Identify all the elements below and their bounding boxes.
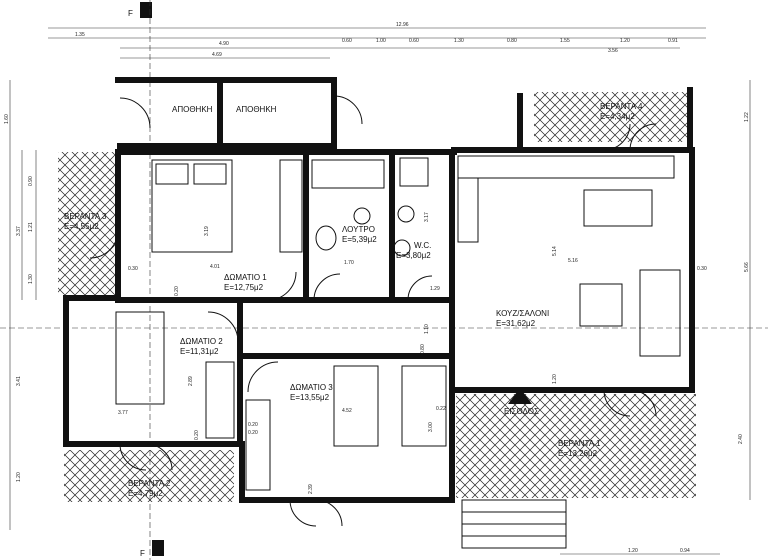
section-marker-top: F [128, 2, 152, 18]
label-veranda1-area: E=13,26μ2 [558, 449, 598, 458]
svg-text:1.22: 1.22 [744, 112, 750, 122]
entrance-arrow-icon [508, 388, 532, 404]
svg-text:4.01: 4.01 [210, 264, 220, 270]
svg-text:1.20: 1.20 [16, 472, 22, 482]
svg-text:1.29: 1.29 [430, 286, 440, 292]
label-veranda3-name: ΒΕΡΑΝΤΑ 3 [64, 212, 107, 221]
dim-r1-4: 1.30 [454, 38, 464, 44]
doors [89, 95, 657, 527]
dim-r1-7: 1.20 [620, 38, 630, 44]
svg-text:0.20: 0.20 [248, 422, 258, 428]
svg-text:3.41: 3.41 [16, 376, 22, 386]
dim-r1-8: 0.91 [668, 38, 678, 44]
label-entrance: ΕΙΣΟΔΟΣ [504, 407, 539, 416]
svg-text:0.20: 0.20 [174, 286, 180, 296]
right-dimensions: 1.22 5.66 2.40 [738, 80, 751, 500]
svg-text:3.00: 3.00 [428, 422, 434, 432]
dim-r1-1: 0.60 [342, 38, 352, 44]
veranda4-area [534, 92, 688, 142]
label-bedroom1-area: E=12,75μ2 [224, 283, 264, 292]
dim-r2-1: 3.56 [608, 48, 618, 54]
section-marker-bottom: F [140, 540, 164, 558]
label-bedroom1-name: ΔΩΜΑΤΙΟ 1 [224, 273, 267, 282]
svg-text:0.80: 0.80 [420, 344, 426, 354]
entrance-stairs [461, 499, 567, 549]
left-dimensions: 1.60 0.90 1.21 3.37 1.30 3.41 1.20 [4, 80, 37, 530]
svg-text:5.14: 5.14 [552, 246, 558, 256]
svg-text:2.89: 2.89 [188, 376, 194, 386]
label-veranda2-area: E=4,79μ2 [128, 489, 163, 498]
label-storage-right: ΑΠΟΘΗΚΗ [236, 105, 277, 114]
label-bathroom-area: E=5,39μ2 [342, 235, 377, 244]
label-wc-name: W.C. [414, 241, 431, 250]
veranda2-area [64, 450, 234, 502]
svg-text:0.94: 0.94 [680, 548, 690, 554]
label-wc-area: E=3,80μ2 [396, 251, 431, 260]
svg-text:1.20: 1.20 [552, 374, 558, 384]
svg-text:0.20: 0.20 [248, 430, 258, 436]
label-veranda4-name: ΒΕΡΑΝΤΑ 4 [600, 102, 643, 111]
svg-text:3.17: 3.17 [424, 212, 430, 222]
furniture [115, 155, 681, 491]
svg-text:4.52: 4.52 [342, 408, 352, 414]
svg-text:3.19: 3.19 [204, 226, 210, 236]
svg-text:2.39: 2.39 [308, 484, 314, 494]
svg-text:1.60: 1.60 [4, 114, 10, 124]
label-bathroom-name: ΛΟΥΤΡΟ [342, 225, 375, 234]
walls [63, 77, 695, 503]
svg-text:0.30: 0.30 [128, 266, 138, 272]
label-bedroom2-area: E=11,31μ2 [180, 347, 219, 356]
svg-text:F: F [140, 549, 145, 558]
label-veranda2-name: ΒΕΡΑΝΤΑ 2 [128, 479, 171, 488]
label-storage-left: ΑΠΟΘΗΚΗ [172, 105, 213, 114]
svg-text:0.30: 0.30 [697, 266, 707, 272]
dim-r2-0: 4.90 [219, 41, 229, 47]
svg-text:5.66: 5.66 [744, 262, 750, 272]
svg-text:F: F [128, 9, 133, 18]
label-bedroom3-area: E=13,55μ2 [290, 393, 330, 402]
svg-text:1.21: 1.21 [28, 222, 34, 232]
svg-text:1.20: 1.20 [628, 548, 638, 554]
top-dimensions: 12.96 1.35 0.60 1.00 0.60 1.30 0.80 1.55… [48, 22, 706, 59]
label-veranda1-name: ΒΕΡΑΝΤΑ 1 [558, 439, 601, 448]
svg-text:1.30: 1.30 [28, 274, 34, 284]
svg-text:0.20: 0.20 [194, 430, 200, 440]
interior-dimensions: 3.19 4.01 0.30 1.70 3.17 5.14 5.16 0.30 … [118, 212, 707, 494]
dim-total-top: 12.96 [396, 22, 409, 28]
svg-text:1.70: 1.70 [344, 260, 354, 266]
label-veranda4-area: E=4,34μ2 [600, 112, 635, 121]
bottom-dimensions: 1.20 0.94 [560, 548, 720, 555]
label-bedroom3-name: ΔΩΜΑΤΙΟ 3 [290, 383, 333, 392]
svg-text:3.77: 3.77 [118, 410, 128, 416]
svg-text:1.10: 1.10 [424, 324, 430, 334]
dim-r3: 4.69 [212, 52, 222, 58]
svg-text:0.22: 0.22 [436, 406, 446, 412]
label-veranda3-area: E=4,55μ2 [64, 222, 99, 231]
dim-r1-5: 0.80 [507, 38, 517, 44]
dim-r1-0: 1.35 [75, 32, 85, 38]
label-bedroom2-name: ΔΩΜΑΤΙΟ 2 [180, 337, 223, 346]
dim-r1-3: 0.60 [409, 38, 419, 44]
veranda3-area [58, 152, 116, 296]
svg-text:2.40: 2.40 [738, 434, 744, 444]
dim-r1-2: 1.00 [376, 38, 386, 44]
svg-text:0.90: 0.90 [28, 176, 34, 186]
label-kitchen-living-area: E=31,62μ2 [496, 319, 536, 328]
dim-r1-6: 1.55 [560, 38, 570, 44]
svg-text:3.37: 3.37 [16, 226, 22, 236]
label-kitchen-living-name: ΚΟΥΖ/ΣΑΛΟΝΙ [496, 309, 549, 318]
svg-text:5.16: 5.16 [568, 258, 578, 264]
